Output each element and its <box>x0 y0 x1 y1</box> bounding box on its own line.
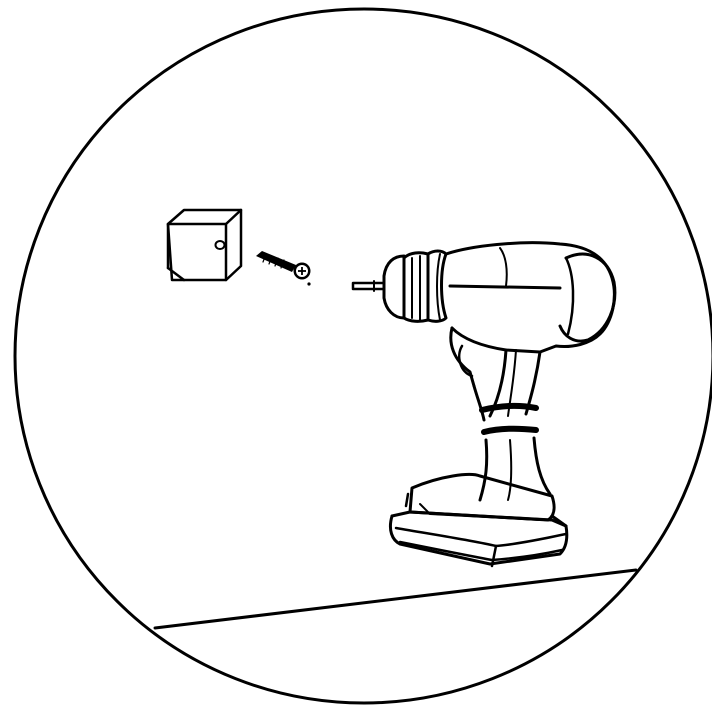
frame-circle <box>13 7 712 705</box>
cordless-drill <box>351 241 617 568</box>
wall-block <box>166 208 243 282</box>
block-hole <box>214 240 226 250</box>
floor-line <box>153 568 638 630</box>
screw-icon <box>256 251 311 286</box>
